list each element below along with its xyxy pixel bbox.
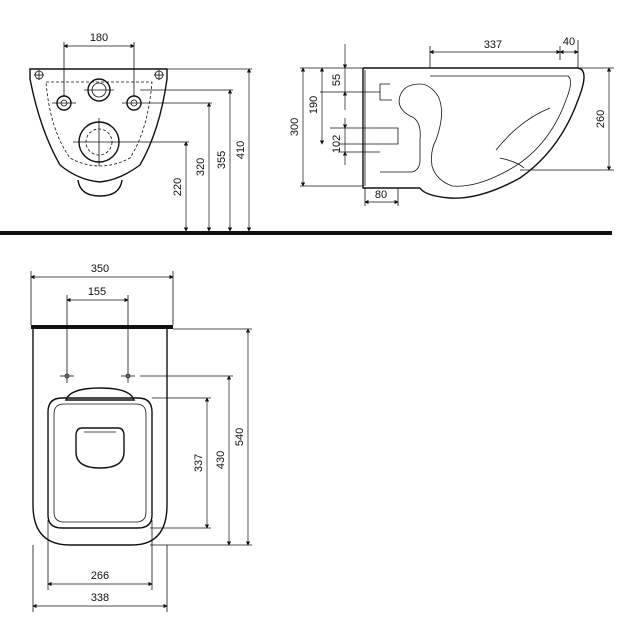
- top-seat-inner: [53, 403, 147, 523]
- dim-266: 266: [91, 570, 109, 582]
- top-bowl-opening: [75, 427, 125, 469]
- dim-320: 320: [195, 158, 207, 176]
- side-bowl-outer: [419, 67, 585, 199]
- dim-260: 260: [595, 110, 607, 128]
- dim-337-side: 337: [484, 39, 502, 51]
- front-inner-rim: [45, 81, 153, 167]
- top-seat-outer: [47, 397, 153, 529]
- dim-300: 300: [289, 118, 301, 136]
- front-bottom-lip: [77, 179, 123, 197]
- dim-337-top: 337: [193, 454, 205, 472]
- top-bolt-left: [60, 369, 74, 383]
- dim-40: 40: [563, 36, 575, 48]
- dim-220: 220: [172, 178, 184, 196]
- top-seat-hinge: [65, 387, 135, 401]
- dim-350: 350: [91, 263, 109, 275]
- side-trapway: [380, 83, 442, 173]
- dim-80: 80: [375, 189, 387, 201]
- dim-155: 155: [88, 286, 106, 298]
- front-body-outline: [29, 68, 168, 183]
- side-wall-plate: [362, 68, 420, 189]
- top-bolt-right: [121, 369, 135, 383]
- dim-540: 540: [234, 428, 246, 446]
- dim-338: 338: [91, 592, 109, 604]
- top-body-outline: [32, 329, 168, 546]
- corner-screw-left: [34, 70, 44, 80]
- dim-55: 55: [331, 74, 343, 86]
- top-view: 350 155 337 430 540 266 338: [30, 263, 252, 612]
- water-inlet: [84, 78, 114, 102]
- dim-410: 410: [235, 141, 247, 159]
- dim-190: 190: [308, 96, 320, 114]
- side-view: 337 40 260 300 190 55 102 80: [289, 36, 614, 206]
- dim-430: 430: [215, 451, 227, 469]
- waste-outlet: [73, 118, 125, 166]
- side-bowl-inner: [430, 75, 571, 187]
- corner-screw-right: [154, 70, 164, 80]
- dim-102: 102: [331, 135, 343, 153]
- top-wall-plate: [31, 325, 173, 329]
- fixing-hole-right: [122, 95, 146, 111]
- fixing-hole-left: [52, 95, 76, 111]
- dim-180: 180: [90, 32, 108, 44]
- dim-355: 355: [216, 151, 228, 169]
- front-view: 180 220 320 355 410: [29, 32, 252, 232]
